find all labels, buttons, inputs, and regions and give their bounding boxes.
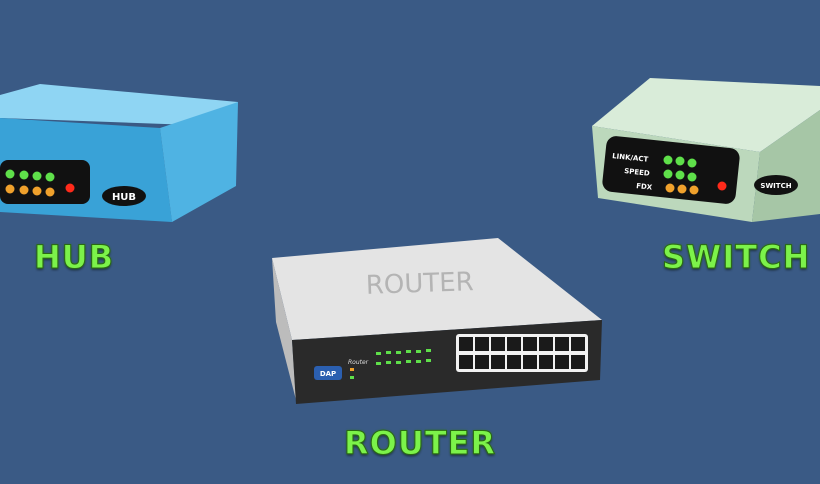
hub-led: [19, 185, 29, 195]
router-port: [507, 337, 521, 351]
switch-row-label-speed: SPEED: [624, 167, 650, 178]
router-port: [507, 355, 521, 369]
router-port: [555, 337, 569, 351]
hub-led: [5, 169, 15, 179]
hub-top-face: [0, 84, 238, 126]
router-led-bank: [350, 349, 431, 379]
router-port: [459, 355, 473, 369]
router-device: ROUTER DAP Router: [272, 238, 602, 404]
switch-led: [689, 185, 699, 195]
router-port: [571, 337, 585, 351]
hub-led: [5, 184, 15, 194]
router-port: [475, 355, 489, 369]
switch-led: [687, 172, 697, 182]
switch-led: [687, 158, 697, 168]
switch-led: [675, 156, 685, 166]
switch-led: [663, 155, 673, 165]
router-top-face: [272, 238, 602, 340]
switch-row-label-linkact: LINK/ACT: [612, 152, 649, 164]
router-brand-text: DAP: [320, 370, 336, 378]
router-port: [491, 355, 505, 369]
hub-led: [32, 171, 42, 181]
switch-badge: [754, 175, 798, 195]
router-port: [539, 355, 553, 369]
router-ethernet-ports: [456, 334, 588, 372]
router-port: [523, 355, 537, 369]
router-port: [459, 337, 473, 351]
switch-led-panel: [602, 136, 740, 204]
hub-led: [32, 186, 42, 196]
hub-badge-text: HUB: [112, 192, 136, 203]
hub-badge: [102, 186, 146, 206]
switch-label: SWITCH: [661, 238, 811, 277]
hub-power-led: [65, 183, 75, 193]
router-port: [555, 355, 569, 369]
router-label: ROUTER: [343, 424, 497, 463]
switch-device: LINK/ACT SPEED FDX SWITCH: [592, 78, 820, 222]
router-left-face: [272, 258, 296, 400]
router-top-text: ROUTER: [365, 267, 474, 301]
hub-label: HUB: [33, 238, 115, 277]
hub-device: HUB: [0, 84, 238, 222]
router-port: [491, 337, 505, 351]
hub-led: [45, 172, 55, 182]
router-port: [571, 355, 585, 369]
switch-row-label-fdx: FDX: [636, 182, 653, 192]
router-model-text: Router: [348, 359, 369, 366]
switch-led: [675, 170, 685, 180]
hub-led: [45, 187, 55, 197]
switch-led: [663, 169, 673, 179]
hub-side-face: [160, 102, 238, 222]
router-port: [523, 337, 537, 351]
switch-led: [665, 183, 675, 193]
router-port: [539, 337, 553, 351]
router-brand-badge: [314, 366, 342, 380]
hub-led: [19, 170, 29, 180]
switch-power-led: [717, 181, 727, 191]
switch-top-face: [592, 78, 820, 152]
switch-badge-text: SWITCH: [760, 182, 791, 190]
hub-led-panel: [0, 160, 90, 204]
router-port: [475, 337, 489, 351]
switch-led: [677, 184, 687, 194]
